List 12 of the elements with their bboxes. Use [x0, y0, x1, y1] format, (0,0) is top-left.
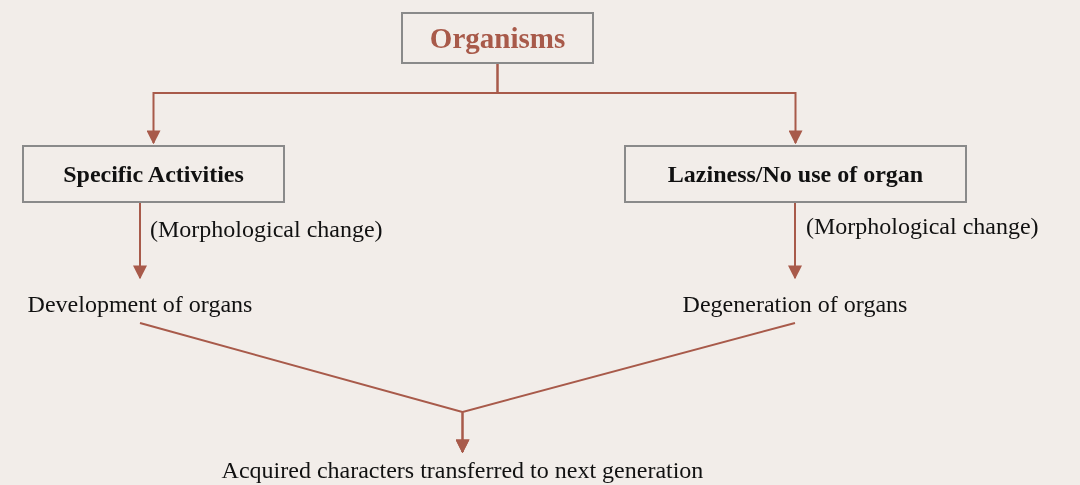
process-box: Laziness/No use of organ — [624, 145, 967, 203]
arrow — [455, 322, 796, 454]
arrow — [133, 202, 147, 280]
process-box: Specific Activities — [22, 145, 285, 203]
outcome-text: Development of organs — [6, 288, 274, 320]
edge-label: (Morphological change) — [150, 216, 383, 243]
result-text: Acquired characters transferred to next generation — [180, 455, 745, 485]
edge-label: (Morphological change) — [806, 213, 1039, 240]
arrow — [788, 202, 802, 280]
arrow — [496, 63, 803, 145]
process-box: Organisms — [401, 12, 594, 64]
outcome-text: Degeneration of organs — [660, 288, 930, 320]
